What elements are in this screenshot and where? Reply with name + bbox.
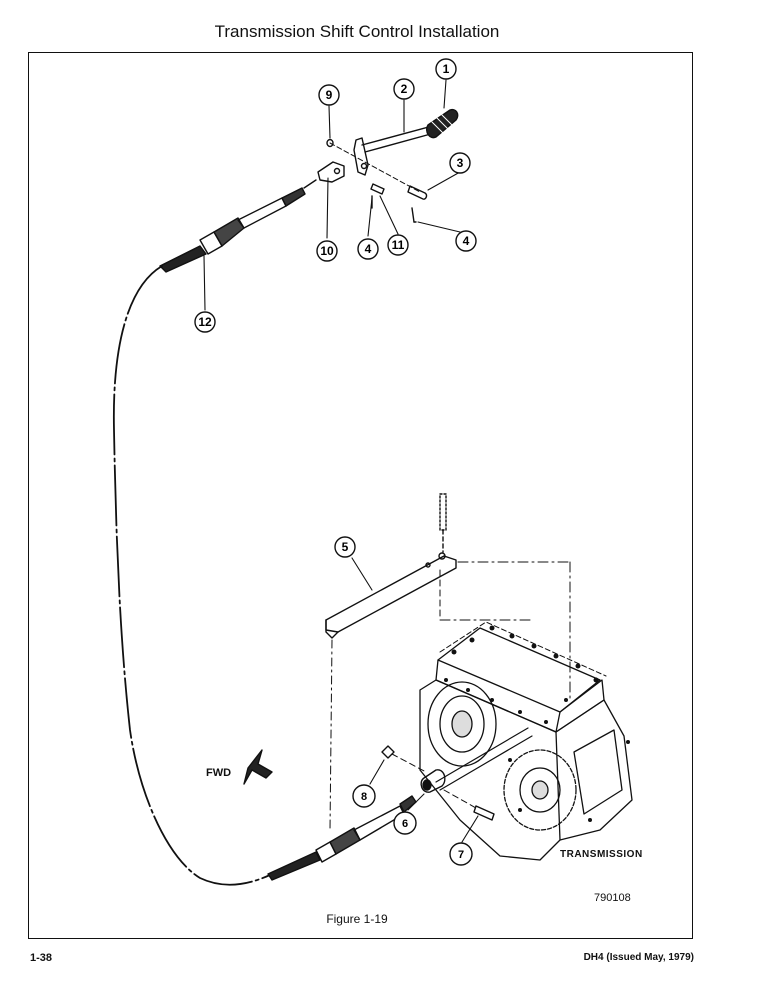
callout-3: 3 <box>449 152 471 174</box>
control-cable <box>112 265 271 886</box>
callout-8: 12 <box>194 311 216 333</box>
callout-10: 6 <box>393 811 417 835</box>
svg-text:7: 7 <box>458 849 464 861</box>
callout-4b: 4 <box>357 238 379 260</box>
callouts: 1 2 9 3 4 10 4 11 12 5 8 6 7 <box>194 58 477 866</box>
callout-5: 9 <box>318 84 340 106</box>
svg-text:3: 3 <box>457 156 464 170</box>
lower-cable-end <box>267 795 417 881</box>
document-id: DH4 (Issued May, 1979) <box>583 952 694 963</box>
cable-adapter <box>381 745 495 821</box>
svg-text:5: 5 <box>342 540 349 554</box>
fwd-label: FWD <box>206 767 231 779</box>
housing-bolts <box>444 625 630 822</box>
upper-cable-end <box>159 179 317 273</box>
transmission-housing <box>419 621 633 861</box>
svg-text:8: 8 <box>361 791 367 803</box>
drawing-number: 790108 <box>594 892 631 904</box>
leader-lines <box>203 79 479 843</box>
fwd-arrow <box>243 749 273 785</box>
svg-text:11: 11 <box>392 238 405 252</box>
svg-text:10: 10 <box>320 244 334 258</box>
callout-1: 1 <box>435 58 457 80</box>
page-title: Transmission Shift Control Installation <box>214 22 500 41</box>
shift-lever-assembly <box>317 108 459 223</box>
callout-12: 8 <box>352 784 376 808</box>
svg-text:4: 4 <box>463 234 470 248</box>
svg-text:4: 4 <box>365 242 372 256</box>
svg-text:12: 12 <box>198 315 212 329</box>
callout-6: 10 <box>316 240 338 262</box>
page-number: 1-38 <box>30 952 53 964</box>
callout-4a: 4 <box>455 230 477 252</box>
transmission-label: TRANSMISSION <box>560 849 643 860</box>
callout-9: 5 <box>334 536 356 558</box>
callout-2: 2 <box>393 78 415 100</box>
svg-text:6: 6 <box>402 818 408 830</box>
lever-knob <box>426 108 459 139</box>
figure-frame <box>28 52 693 939</box>
transmission-lever <box>325 493 571 831</box>
figure-caption: Figure 1-19 <box>326 912 388 926</box>
callout-7: 11 <box>387 234 409 256</box>
svg-text:1: 1 <box>443 62 450 76</box>
svg-text:9: 9 <box>326 88 333 102</box>
svg-text:2: 2 <box>401 82 408 96</box>
callout-11: 7 <box>449 842 473 866</box>
